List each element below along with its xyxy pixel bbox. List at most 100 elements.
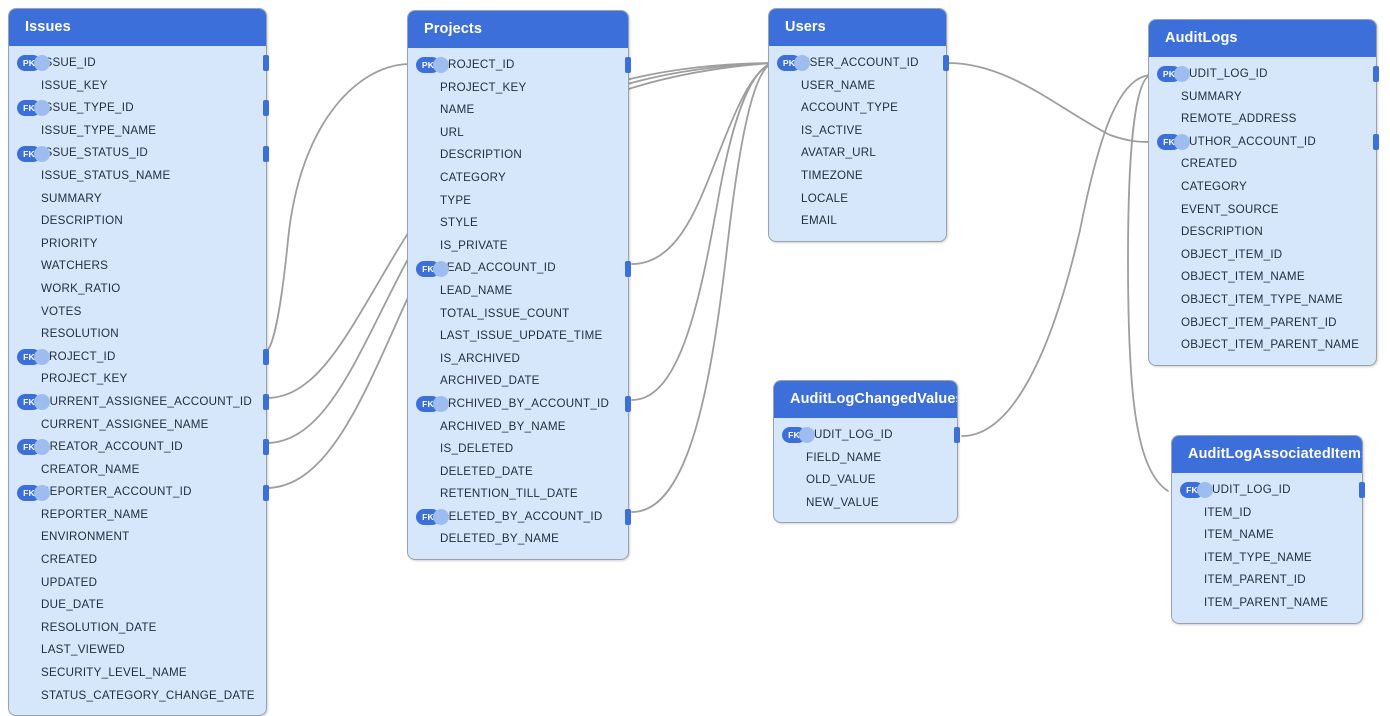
field-row[interactable]: AVATAR_URL	[769, 142, 946, 165]
field-row[interactable]: ITEM_NAME	[1172, 524, 1362, 547]
field-row[interactable]: OBJECT_ITEM_PARENT_ID	[1149, 312, 1376, 335]
field-row[interactable]: ACCOUNT_TYPE	[769, 97, 946, 120]
field-row[interactable]: STATUS_CATEGORY_CHANGE_DATE	[9, 685, 266, 708]
field-row[interactable]: OBJECT_ITEM_TYPE_NAME	[1149, 289, 1376, 312]
field-row[interactable]: RESOLUTION	[9, 323, 266, 346]
field-row[interactable]: VOTES	[9, 301, 266, 324]
connection-port[interactable]	[263, 55, 269, 72]
field-row[interactable]: UPDATED	[9, 572, 266, 595]
field-row[interactable]: ITEM_ID	[1172, 502, 1362, 525]
field-row[interactable]: REMOTE_ADDRESS	[1149, 108, 1376, 131]
field-row[interactable]: OLD_VALUE	[774, 469, 957, 492]
field-row[interactable]: WORK_RATIO	[9, 278, 266, 301]
field-row[interactable]: LAST_ISSUE_UPDATE_TIME	[408, 325, 628, 348]
field-row[interactable]: TIMEZONE	[769, 165, 946, 188]
field-row[interactable]: DESCRIPTION	[408, 144, 628, 167]
field-row[interactable]: WATCHERS	[9, 255, 266, 278]
field-row[interactable]: TOTAL_ISSUE_COUNT	[408, 303, 628, 326]
field-row[interactable]: RETENTION_TILL_DATE	[408, 483, 628, 506]
field-row[interactable]: USER_NAME	[769, 75, 946, 98]
field-row[interactable]: PRIORITY	[9, 233, 266, 256]
field-row[interactable]: URL	[408, 122, 628, 145]
field-row[interactable]: PROJECT_KEY	[9, 368, 266, 391]
field-row[interactable]: OBJECT_ITEM_PARENT_NAME	[1149, 334, 1376, 357]
field-row[interactable]: ISSUE_STATUS_NAME	[9, 165, 266, 188]
connection-port[interactable]	[263, 394, 269, 411]
connection-port[interactable]	[263, 439, 269, 456]
connection-port[interactable]	[943, 55, 949, 72]
field-row[interactable]: PROJECT_KEY	[408, 77, 628, 100]
field-row[interactable]: OBJECT_ITEM_NAME	[1149, 266, 1376, 289]
connection-port[interactable]	[625, 57, 631, 74]
field-row[interactable]: NAME	[408, 99, 628, 122]
field-row[interactable]: DESCRIPTION	[9, 210, 266, 233]
connection-port[interactable]	[625, 260, 631, 277]
connection-port[interactable]	[1359, 482, 1365, 499]
field-row[interactable]: ITEM_TYPE_NAME	[1172, 547, 1362, 570]
field-row[interactable]: FIELD_NAME	[774, 447, 957, 470]
field-row[interactable]: DELETED_BY_NAME	[408, 528, 628, 551]
field-row[interactable]: ARCHIVED_DATE	[408, 370, 628, 393]
field-row[interactable]: ITEM_PARENT_NAME	[1172, 592, 1362, 615]
field-row[interactable]: SUMMARY	[1149, 86, 1376, 109]
field-row[interactable]: SUMMARY	[9, 188, 266, 211]
field-row[interactable]: OBJECT_ITEM_ID	[1149, 244, 1376, 267]
field-row[interactable]: STYLE	[408, 212, 628, 235]
field-row[interactable]: LOCALE	[769, 188, 946, 211]
field-row[interactable]: SECURITY_LEVEL_NAME	[9, 662, 266, 685]
field-row[interactable]: RESOLUTION_DATE	[9, 617, 266, 640]
field-row[interactable]: CREATED	[9, 549, 266, 572]
connection-port[interactable]	[954, 427, 960, 444]
connection-port[interactable]	[263, 100, 269, 117]
connection-port[interactable]	[1373, 134, 1379, 151]
field-row[interactable]: ITEM_PARENT_ID	[1172, 569, 1362, 592]
field-row[interactable]: DELETED_DATE	[408, 461, 628, 484]
field-row[interactable]: IS_PRIVATE	[408, 235, 628, 258]
field-row[interactable]: CREATOR_NAME	[9, 459, 266, 482]
connection-port[interactable]	[625, 509, 631, 526]
connection-port[interactable]	[263, 145, 269, 162]
field-row[interactable]: CURRENT_ASSIGNEE_NAME	[9, 414, 266, 437]
field-row[interactable]: CREATED	[1149, 153, 1376, 176]
connection-port[interactable]	[263, 349, 269, 366]
field-row[interactable]: LAST_VIEWED	[9, 639, 266, 662]
field-row[interactable]: REPORTER_NAME	[9, 504, 266, 527]
field-row[interactable]: ARCHIVED_BY_NAME	[408, 416, 628, 439]
field-row[interactable]: EVENT_SOURCE	[1149, 199, 1376, 222]
connection-port[interactable]	[625, 396, 631, 413]
field-row[interactable]: IS_DELETED	[408, 438, 628, 461]
field-row[interactable]: IS_ARCHIVED	[408, 348, 628, 371]
field-row[interactable]: DESCRIPTION	[1149, 221, 1376, 244]
field-row[interactable]: IS_ACTIVE	[769, 120, 946, 143]
connection-port[interactable]	[1373, 66, 1379, 83]
field-row[interactable]: ISSUE_KEY	[9, 75, 266, 98]
field-row[interactable]: CATEGORY	[408, 167, 628, 190]
field-row[interactable]: EMAIL	[769, 210, 946, 233]
field-row[interactable]: CATEGORY	[1149, 176, 1376, 199]
field-row[interactable]: DUE_DATE	[9, 594, 266, 617]
field-row[interactable]: NEW_VALUE	[774, 492, 957, 515]
connection-port[interactable]	[263, 484, 269, 501]
field-row[interactable]: LEAD_NAME	[408, 280, 628, 303]
